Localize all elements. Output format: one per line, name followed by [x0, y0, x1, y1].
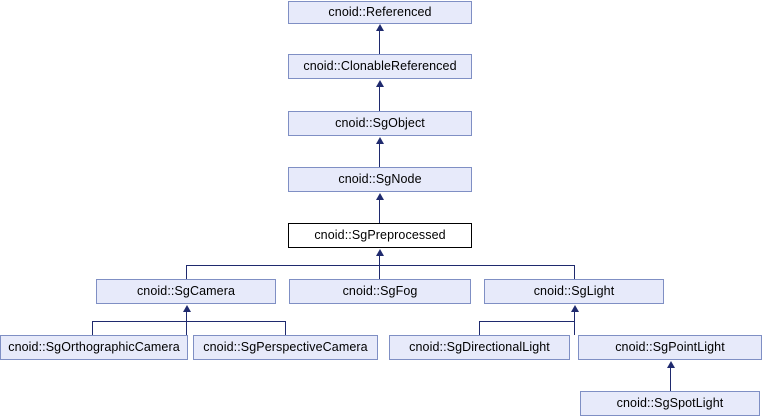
edge-sgdirectionallight-drop — [479, 321, 480, 335]
edge-sgpreprocessed-bus-rail — [186, 265, 575, 266]
class-node-label: cnoid::SgOrthographicCamera — [8, 340, 180, 355]
class-node-label: cnoid::SgDirectionalLight — [409, 340, 550, 355]
edge-clonablereferenced-to-referenced-arrow — [376, 24, 384, 31]
class-node-sgnode[interactable]: cnoid::SgNode — [288, 167, 472, 192]
class-node-label: cnoid::SgPerspectiveCamera — [203, 340, 368, 355]
edge-sglight-bus-rail — [479, 321, 575, 322]
class-node-label: cnoid::SgLight — [533, 284, 615, 299]
class-node-label: cnoid::SgSpotLight — [616, 396, 724, 411]
edge-sgpreprocessed-bus-arrow — [376, 249, 384, 256]
edge-sgcamera-bus-rail — [92, 321, 286, 322]
class-node-sgfog[interactable]: cnoid::SgFog — [289, 279, 471, 304]
edge-sgcamera-drop — [186, 265, 187, 279]
class-node-sgcamera[interactable]: cnoid::SgCamera — [96, 279, 276, 304]
edge-sgnode-to-sgobject-line — [379, 144, 380, 167]
edge-sglight-drop — [574, 265, 575, 279]
edge-sgnode-to-sgobject-arrow — [376, 137, 384, 144]
edge-sglight-bus-arrow — [571, 305, 579, 312]
edge-sgcamera-bus-stem — [186, 312, 187, 335]
edge-sgobject-to-clonablereferenced-arrow — [376, 80, 384, 87]
edge-clonablereferenced-to-referenced-line — [379, 31, 380, 54]
class-node-sgobject[interactable]: cnoid::SgObject — [288, 111, 472, 136]
edge-sgcamera-bus-arrow — [183, 305, 191, 312]
edge-sgperspectivecamera-drop — [285, 321, 286, 335]
class-node-label: cnoid::Referenced — [328, 5, 432, 20]
class-node-label: cnoid::ClonableReferenced — [303, 59, 457, 74]
class-node-sgpreprocessed[interactable]: cnoid::SgPreprocessed — [288, 223, 472, 248]
class-node-sgorthographiccamera[interactable]: cnoid::SgOrthographicCamera — [0, 335, 188, 360]
edge-sgobject-to-clonablereferenced-line — [379, 87, 380, 111]
class-node-sgspotlight[interactable]: cnoid::SgSpotLight — [580, 391, 760, 416]
class-node-sgdirectionallight[interactable]: cnoid::SgDirectionalLight — [389, 335, 570, 360]
class-node-label: cnoid::SgCamera — [136, 284, 236, 299]
class-node-label: cnoid::SgFog — [342, 284, 418, 299]
edge-sglight-bus-stem — [574, 312, 575, 335]
class-node-label: cnoid::SgObject — [335, 116, 425, 131]
edge-sgspotlight-to-sgpointlight-line — [670, 368, 671, 391]
class-node-sglight[interactable]: cnoid::SgLight — [484, 279, 664, 304]
class-node-label: cnoid::SgPreprocessed — [314, 228, 446, 243]
class-node-sgpointlight[interactable]: cnoid::SgPointLight — [578, 335, 762, 360]
edge-sgpreprocessed-to-sgnode-line — [379, 200, 380, 223]
edge-sgpreprocessed-to-sgnode-arrow — [376, 193, 384, 200]
class-node-label: cnoid::SgNode — [338, 172, 422, 187]
class-node-label: cnoid::SgPointLight — [615, 340, 725, 355]
class-node-referenced[interactable]: cnoid::Referenced — [288, 1, 472, 24]
class-node-clonablereferenced[interactable]: cnoid::ClonableReferenced — [288, 54, 472, 79]
edge-sgorthographiccamera-drop — [92, 321, 93, 335]
edge-sgpreprocessed-bus-stem — [379, 256, 380, 279]
class-node-sgperspectivecamera[interactable]: cnoid::SgPerspectiveCamera — [193, 335, 378, 360]
edge-sgspotlight-to-sgpointlight-arrow — [667, 361, 675, 368]
